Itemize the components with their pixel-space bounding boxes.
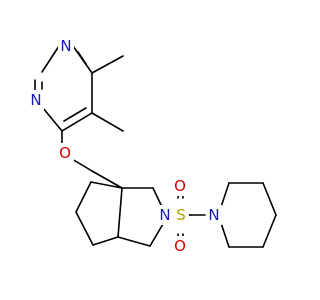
bond-methyl-5	[91, 112, 124, 132]
bond-pyr-4	[262, 214, 277, 248]
atom-n-pyrimidine-left: N	[28, 90, 44, 110]
bond-ch2-bridge-lower	[117, 236, 151, 247]
atom-label-n: N	[60, 37, 71, 55]
atom-label-o: O	[174, 177, 186, 195]
chemical-structure: N N O N S O O N	[28, 36, 277, 256]
bond-ring-c5-c4-double	[63, 107, 87, 122]
bond-bridge-fusion	[117, 187, 123, 238]
atom-o-ether: O	[57, 143, 74, 163]
bond-ring-c5-c4	[61, 112, 93, 132]
atom-n-pyrimidine-top: N	[58, 36, 74, 56]
atom-s-sulfonyl: S	[173, 205, 189, 225]
bond-pyr-6	[220, 222, 230, 248]
atom-o-sulfonyl-top: O	[172, 176, 189, 196]
bond-ring-c4-n3	[42, 107, 63, 132]
atom-label-n: N	[30, 91, 41, 109]
bond-cp-3	[75, 211, 94, 246]
bond-pyr-1	[220, 182, 230, 208]
atom-label-o: O	[59, 144, 71, 162]
atom-label-n: N	[159, 206, 170, 224]
bond-o-ch2	[71, 158, 93, 172]
bond-cp-2	[75, 181, 92, 213]
atom-label-n: N	[208, 206, 219, 224]
bond-ch2-bridgehead	[91, 170, 123, 189]
bond-pyr-3	[262, 182, 277, 216]
bonds	[34, 45, 277, 248]
atom-n-pyrrolidine: N	[206, 205, 222, 225]
bond-n-ch2	[149, 223, 164, 247]
atom-n-bicyclic: N	[157, 205, 173, 225]
bond-cp-1	[90, 181, 123, 189]
bond-ch2-n	[152, 187, 163, 208]
atom-labels: N N O N S O O N	[28, 36, 222, 256]
atom-label-s: S	[176, 206, 186, 224]
bond-cp-4	[92, 236, 119, 246]
atom-label-o: O	[174, 237, 186, 255]
bond-methyl-6	[91, 55, 124, 74]
bond-ring-n1-c6-double	[77, 51, 87, 65]
atom-o-sulfonyl-bottom: O	[172, 236, 189, 256]
bond-ring-c2-n1	[41, 45, 60, 73]
